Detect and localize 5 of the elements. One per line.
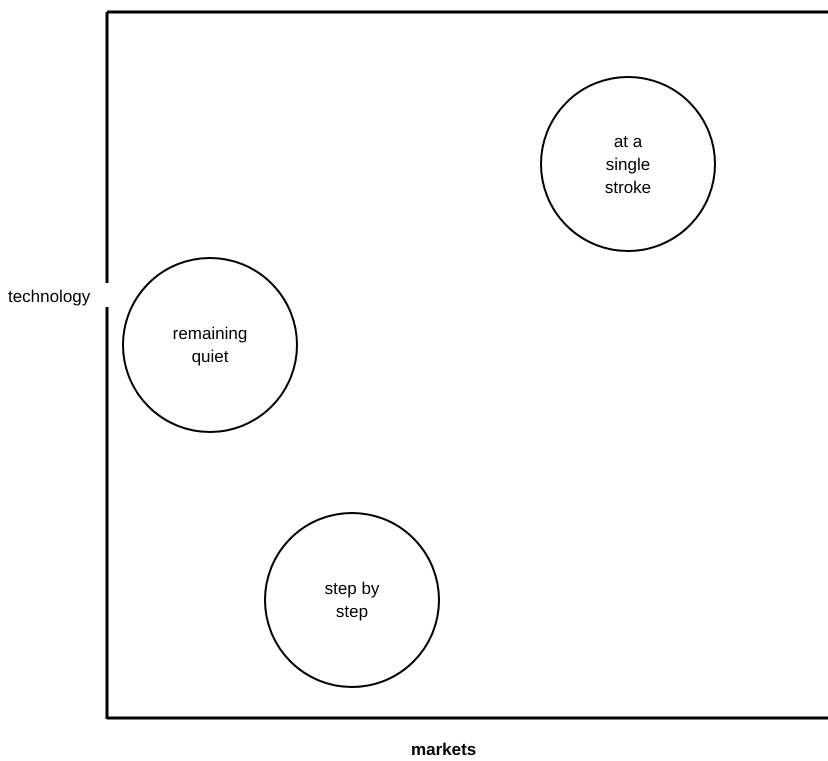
circle-label: at a single stroke xyxy=(604,130,652,198)
axis-label: technology xyxy=(8,286,90,308)
circle-label: step by step xyxy=(324,578,380,623)
circle-label: remaining quiet xyxy=(172,323,248,368)
axis-label: markets xyxy=(411,739,476,761)
